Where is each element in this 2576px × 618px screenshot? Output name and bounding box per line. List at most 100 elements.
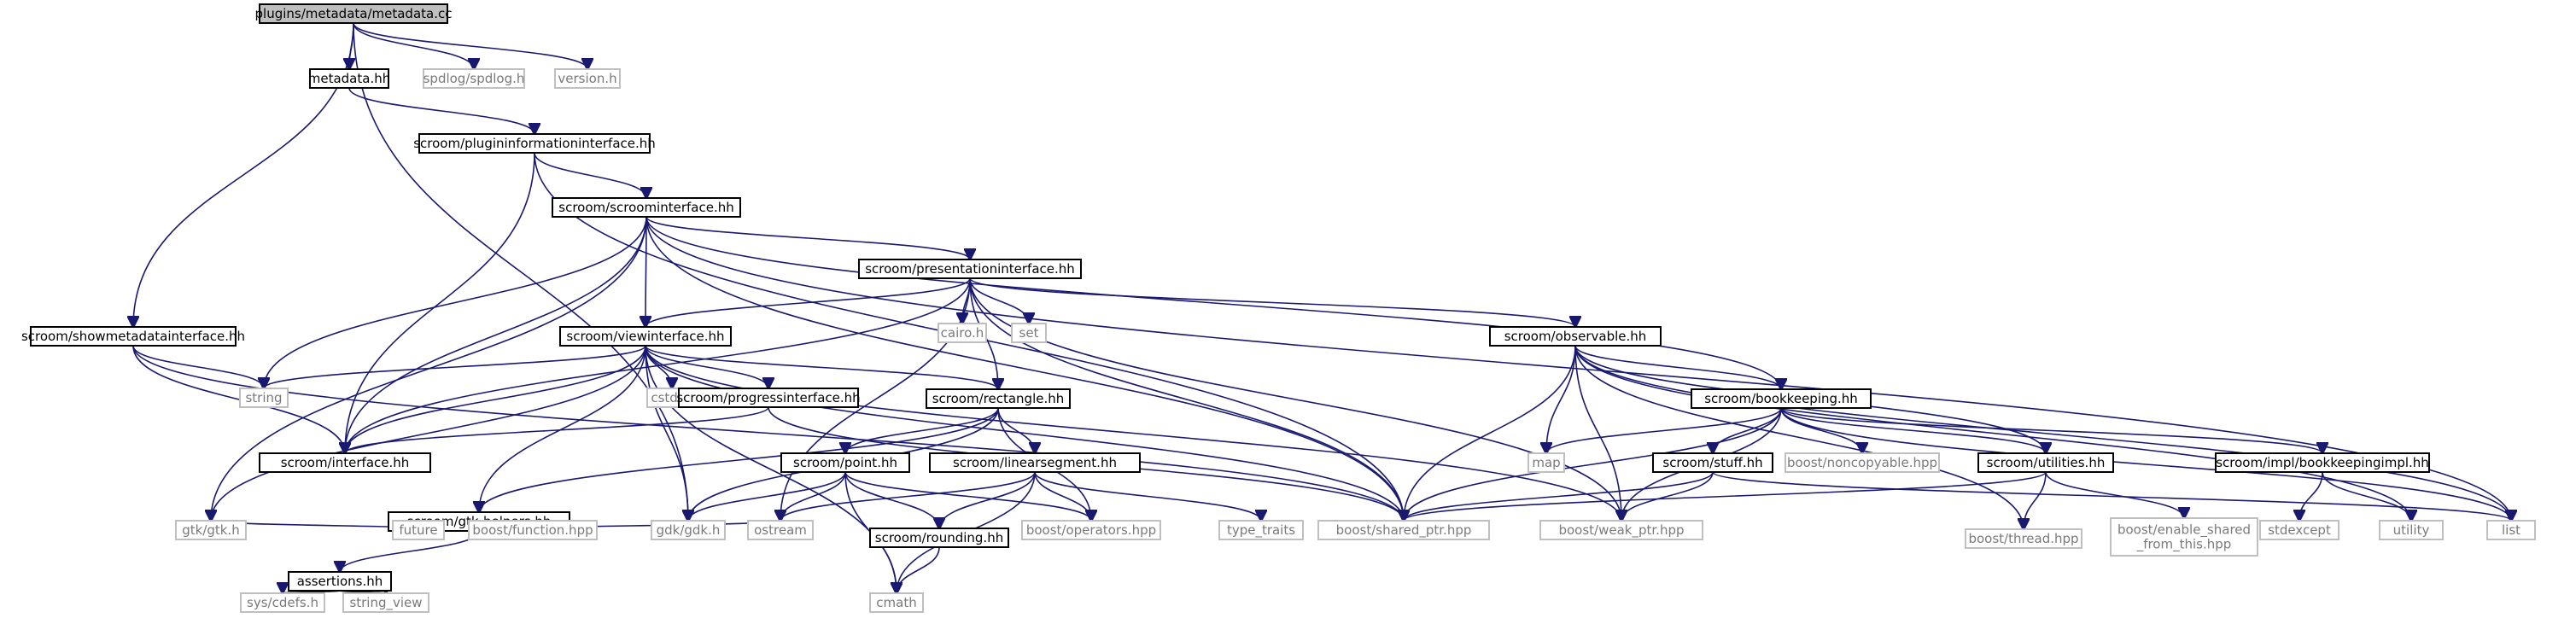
edge-line xyxy=(2045,471,2184,518)
edge-line xyxy=(1621,471,1714,521)
node-future[interactable]: future xyxy=(392,520,445,540)
node-showmeta[interactable]: scroom/showmetadatainterface.hh xyxy=(21,326,245,347)
node-label: string xyxy=(245,390,282,405)
edge-bookimpl-to-stdexcept xyxy=(2299,471,2323,521)
node-linearsegment[interactable]: scroom/linearsegment.hh xyxy=(929,452,1141,473)
edge-rectangle-to-gtkhelpers xyxy=(479,407,999,512)
node-set[interactable]: set xyxy=(1011,323,1047,343)
node-stringview[interactable]: string_view xyxy=(342,592,429,613)
edge-presentation-to-observable xyxy=(969,277,1575,327)
edge-observable-to-sharedptr xyxy=(1404,345,1576,521)
node-viewif[interactable]: scroom/viewinterface.hh xyxy=(559,326,732,347)
node-enableshared[interactable]: boost/enable_shared_from_this.hpp xyxy=(2110,517,2258,557)
node-ostream[interactable]: ostream xyxy=(747,520,814,540)
node-label: assertions.hh xyxy=(297,574,383,589)
edge-line xyxy=(1780,407,2046,453)
node-rectangle[interactable]: scroom/rectangle.hh xyxy=(926,388,1071,409)
node-label: cmath xyxy=(876,595,916,610)
node-label: string_view xyxy=(349,595,422,611)
edge-bookkeeping-to-map xyxy=(1546,407,1782,453)
node-progress[interactable]: scroom/progressinterface.hh xyxy=(676,388,861,408)
node-assertions[interactable]: assertions.hh xyxy=(288,571,392,592)
node-box xyxy=(2215,452,2430,473)
edge-line xyxy=(353,22,688,521)
node-map[interactable]: map xyxy=(1527,452,1565,473)
node-box xyxy=(1011,323,1047,343)
node-label: list xyxy=(2502,522,2521,538)
node-sharedptr[interactable]: boost/shared_ptr.hpp xyxy=(1317,520,1490,540)
node-stdexcept[interactable]: stdexcept xyxy=(2259,520,2339,540)
node-cmath[interactable]: cmath xyxy=(869,592,924,613)
node-function[interactable]: boost/function.hpp xyxy=(468,520,598,540)
node-label: set xyxy=(1019,325,1039,341)
node-operators[interactable]: boost/operators.hpp xyxy=(1021,520,1161,540)
edge-line xyxy=(479,345,646,512)
node-label: spdlog/spdlog.h xyxy=(423,71,525,86)
node-box xyxy=(869,528,1009,548)
node-point[interactable]: scroom/point.hh xyxy=(780,452,910,473)
edge-line xyxy=(353,22,474,69)
edge-line xyxy=(479,407,999,512)
edge-line xyxy=(1574,345,2511,521)
node-observable[interactable]: scroom/observable.hh xyxy=(1489,326,1662,347)
node-box xyxy=(1652,452,1773,473)
node-metadata_hh[interactable]: metadata.hh xyxy=(308,68,390,89)
node-bookkeeping[interactable]: scroom/bookkeeping.hh xyxy=(1691,388,1872,409)
node-presentation[interactable]: scroom/presentationinterface.hh xyxy=(858,259,1082,279)
node-box xyxy=(678,388,859,408)
node-string[interactable]: string xyxy=(239,388,289,408)
node-label: map xyxy=(1532,455,1560,470)
node-typetraits[interactable]: type_traits xyxy=(1218,520,1304,540)
edge-rectangle-to-point xyxy=(845,407,999,453)
node-label: boost/shared_ptr.hpp xyxy=(1336,522,1472,539)
node-box xyxy=(1691,388,1872,409)
node-root[interactable]: plugins/metadata/metadata.cc xyxy=(255,3,453,24)
edge-stuff-to-weakptr xyxy=(1621,471,1714,521)
node-rounding[interactable]: scroom/rounding.hh xyxy=(869,528,1009,548)
node-cairo[interactable]: cairo.h xyxy=(938,323,987,343)
node-box xyxy=(1539,520,1703,540)
edge-point-to-gdk xyxy=(688,471,846,521)
node-spdlog[interactable]: spdlog/spdlog.h xyxy=(423,68,525,89)
node-label: scroom/presentationinterface.hh xyxy=(865,261,1075,277)
node-box xyxy=(2110,517,2258,557)
edge-line xyxy=(645,345,768,388)
edge-presentation-to-sharedptr xyxy=(969,277,1404,521)
edge-line xyxy=(845,407,999,453)
edge-line xyxy=(1404,471,2047,521)
node-weakptr[interactable]: boost/weak_ptr.hpp xyxy=(1539,520,1703,540)
edge-line xyxy=(1404,345,1576,521)
node-box xyxy=(175,520,247,540)
edge-line xyxy=(345,406,769,453)
node-label: stdexcept xyxy=(2268,522,2331,538)
edge-line xyxy=(1780,407,2511,521)
node-thread[interactable]: boost/thread.hpp xyxy=(1965,528,2082,549)
node-box xyxy=(929,452,1141,473)
edge-line xyxy=(1574,345,2411,521)
node-utilities[interactable]: scroom/utilities.hh xyxy=(1977,452,2114,473)
node-label: gtk/gtk.h xyxy=(182,522,240,538)
edge-line xyxy=(645,216,1404,521)
edge-linearsegment-to-rounding xyxy=(939,471,1036,528)
node-stuff[interactable]: scroom/stuff.hh xyxy=(1652,452,1773,473)
node-cdefs[interactable]: sys/cdefs.h xyxy=(240,592,325,613)
node-label: scroom/viewinterface.hh xyxy=(566,329,724,344)
edge-metadata_hh-to-plugininfo xyxy=(348,87,534,134)
node-bookimpl[interactable]: scroom/impl/bookkeepingimpl.hh xyxy=(2215,452,2430,473)
node-gtk[interactable]: gtk/gtk.h xyxy=(175,520,247,540)
edge-linearsegment-to-ostream xyxy=(780,471,1036,521)
edge-line xyxy=(688,471,846,521)
node-version_h[interactable]: version.h xyxy=(554,68,621,89)
node-list[interactable]: list xyxy=(2486,520,2536,540)
node-scroomif[interactable]: scroom/scroominterface.hh xyxy=(552,197,741,218)
node-utility[interactable]: utility xyxy=(2379,520,2444,540)
node-label: scroom/impl/bookkeepingimpl.hh xyxy=(2216,455,2429,470)
node-interface[interactable]: scroom/interface.hh xyxy=(259,452,431,473)
node-gdk[interactable]: gdk/gdk.h xyxy=(651,520,726,540)
node-noncopyable[interactable]: boost/noncopyable.hpp xyxy=(1785,452,1940,473)
node-plugininfo[interactable]: scroom/plugininformationinterface.hh xyxy=(413,133,656,154)
edge-presentation-to-viewif xyxy=(645,277,971,327)
node-label: future xyxy=(399,522,437,538)
node-label: scroom/rounding.hh xyxy=(875,530,1003,545)
